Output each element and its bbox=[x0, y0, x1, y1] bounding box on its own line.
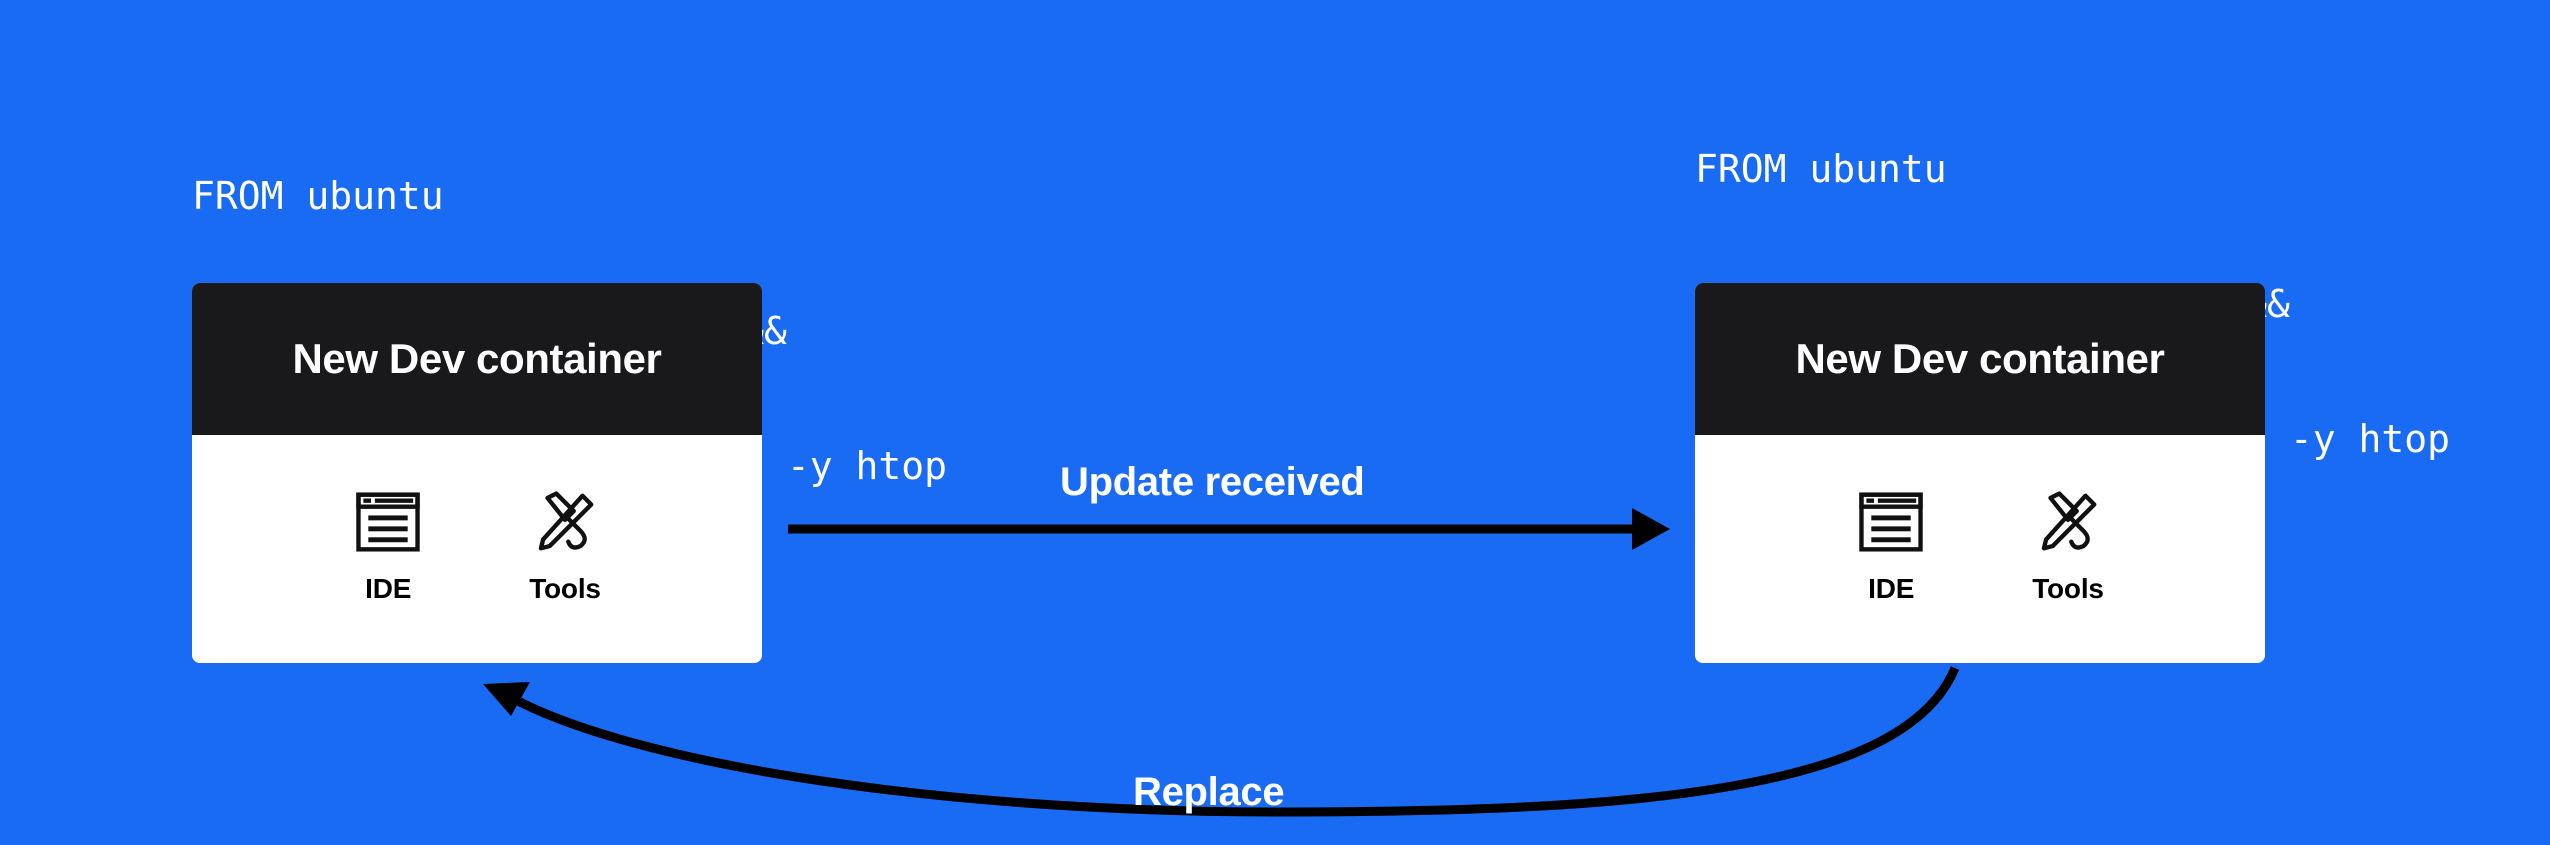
update-received-label: Update received bbox=[1060, 460, 1365, 504]
card-header: New Dev container bbox=[192, 283, 762, 435]
dev-container-card-left[interactable]: New Dev container IDE bbox=[192, 283, 762, 663]
card-title: New Dev container bbox=[1795, 335, 2165, 382]
replace-label: Replace bbox=[1133, 770, 1285, 814]
feature-ide[interactable]: IDE bbox=[353, 487, 423, 605]
dev-container-card-right[interactable]: New Dev container IDE bbox=[1695, 283, 2265, 663]
code-line: FROM ubuntu bbox=[192, 174, 444, 218]
hammer-wrench-icon bbox=[2041, 491, 2097, 551]
feature-label: Tools bbox=[529, 573, 601, 604]
card-body: IDE Tools bbox=[1695, 435, 2265, 663]
code-line: FROM ubuntu bbox=[1695, 147, 1947, 191]
feature-tools[interactable]: Tools bbox=[2032, 487, 2104, 605]
ide-window-icon bbox=[356, 492, 420, 552]
card-header: New Dev container bbox=[1695, 283, 2265, 435]
card-title: New Dev container bbox=[292, 335, 662, 382]
feature-label: IDE bbox=[365, 573, 412, 604]
feature-label: Tools bbox=[2032, 573, 2104, 604]
card-body: IDE Tools bbox=[192, 435, 762, 663]
hammer-wrench-icon bbox=[538, 491, 594, 551]
ide-window-icon bbox=[1859, 492, 1923, 552]
feature-label: IDE bbox=[1868, 573, 1915, 604]
feature-tools[interactable]: Tools bbox=[529, 487, 601, 605]
feature-ide[interactable]: IDE bbox=[1856, 487, 1926, 605]
